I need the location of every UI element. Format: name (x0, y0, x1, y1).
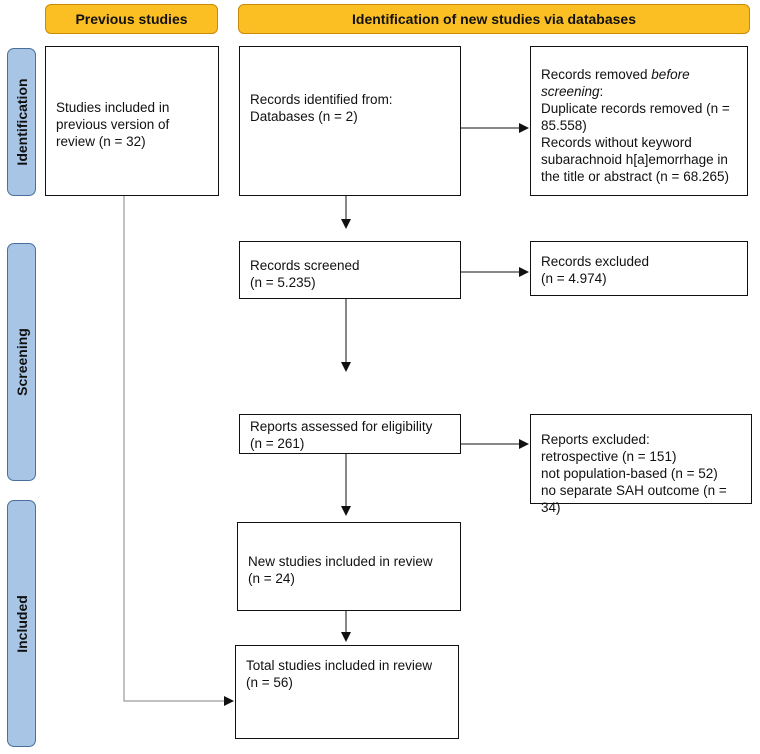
records-removed-keyword: Records without keyword subarachnoid h[a… (541, 135, 729, 184)
connector-previous-to-total (123, 196, 234, 706)
box-records-identified: Records identified from: Databases (n = … (239, 46, 461, 196)
reports-assessed-line2: (n = 261) (250, 436, 305, 451)
records-excluded-line2: (n = 4.974) (541, 271, 607, 286)
total-included-line2: (n = 56) (246, 675, 293, 690)
box-records-screened: Records screened (n = 5.235) (239, 241, 461, 299)
box-reports-excluded: Reports excluded: retrospective (n = 151… (530, 414, 752, 515)
phase-screening: Screening (7, 243, 36, 481)
records-removed-line1-post: : (599, 84, 604, 99)
box-reports-assessed: Reports assessed for eligibility (n = 26… (239, 414, 461, 454)
records-excluded-line1: Records excluded (541, 254, 650, 269)
header-previous-studies: Previous studies (45, 4, 218, 34)
box-total-studies-included: Total studies included in review (n = 56… (235, 645, 459, 739)
previous-version-text: Studies included in previous version of … (56, 100, 170, 149)
reports-excluded-line1: Reports excluded: (541, 432, 650, 447)
records-removed-line1-pre: Records removed (541, 67, 652, 82)
records-identified-line2: Databases (n = 2) (250, 109, 358, 124)
records-removed-line1-em: before screening (541, 67, 690, 99)
reports-excluded-retrospective: retrospective (n = 151) (541, 449, 677, 464)
reports-excluded-no-sah: no separate SAH outcome (n = 34) (541, 483, 727, 515)
total-included-line1: Total studies included in review (246, 658, 433, 673)
box-records-removed: Records removed before screening: Duplic… (530, 46, 748, 196)
records-screened-line2: (n = 5.235) (250, 275, 316, 290)
reports-assessed-line1: Reports assessed for eligibility (250, 419, 433, 434)
records-removed-line1: Records removed before screening: (541, 66, 737, 100)
box-records-excluded: Records excluded (n = 4.974) (530, 241, 748, 296)
box-new-studies-included: New studies included in review (n = 24) (237, 522, 461, 611)
new-included-line1: New studies included in review (248, 554, 433, 569)
records-removed-duplicates: Duplicate records removed (n = 85.558) (541, 101, 730, 133)
box-previous-version-studies: Studies included in previous version of … (45, 46, 219, 196)
new-included-line2: (n = 24) (248, 571, 295, 586)
header-identification-new-studies: Identification of new studies via databa… (238, 4, 750, 34)
phase-included: Included (7, 500, 36, 747)
phase-identification: Identification (7, 48, 36, 196)
records-screened-line1: Records screened (250, 258, 360, 273)
records-identified-line1: Records identified from: (250, 92, 393, 107)
reports-excluded-population: not population-based (n = 52) (541, 466, 718, 481)
